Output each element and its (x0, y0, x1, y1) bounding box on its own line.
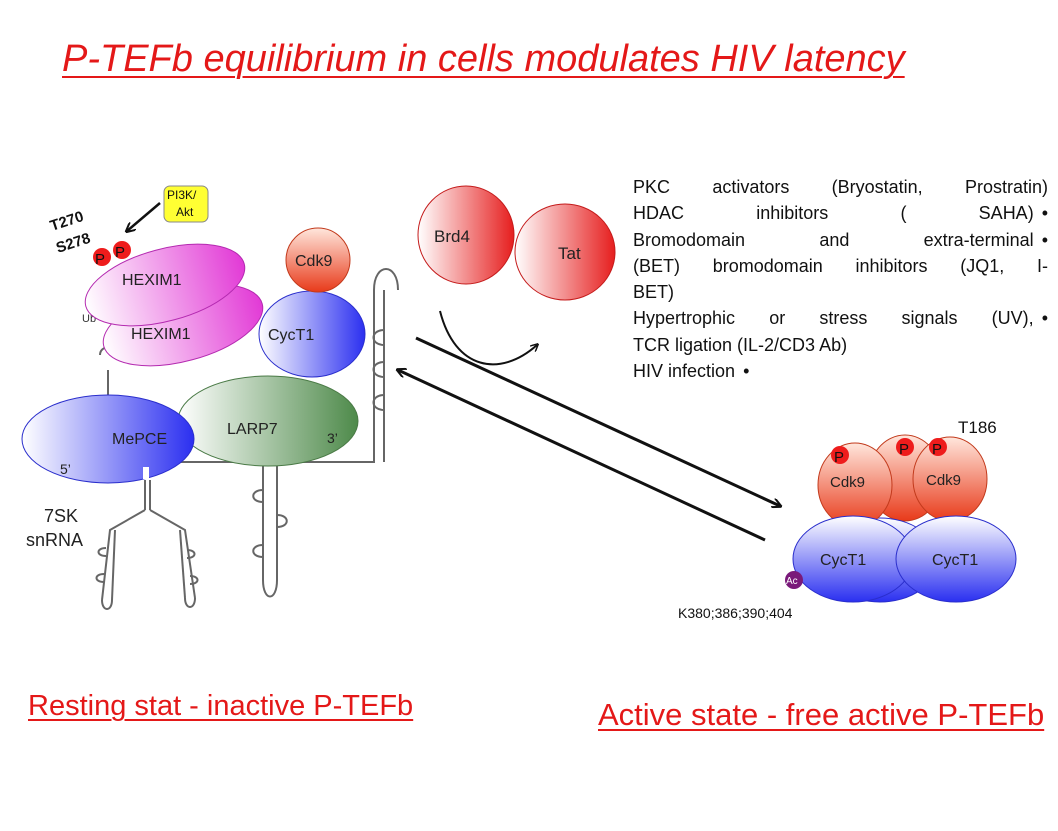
phospho-site-right-c (929, 438, 947, 456)
akt-label: Akt (176, 205, 194, 219)
phospho-site-b (113, 241, 131, 259)
phospho-label-a: P (95, 251, 105, 268)
activator-text: HIV infection (633, 361, 736, 382)
phospho-site-a (93, 248, 111, 266)
active-state-caption: Active state - free active P-TEFb (598, 697, 1045, 732)
pi3k-akt-box (163, 185, 209, 223)
sites-label-line1: T270 (48, 208, 86, 235)
lysine-sites-label: K380;386;390;404 (678, 605, 793, 621)
resting-state-caption: Resting stat - inactive P-TEFb (28, 690, 414, 722)
bullet-marker: • (743, 361, 750, 382)
cyct1-label-right-a: CycT1 (820, 552, 866, 569)
activator-text: (BET) bromodomain inhibitors (JQ1, I- (633, 255, 1048, 276)
hexim1-top-label: HEXIM1 (122, 272, 182, 289)
bullet-marker: • (1041, 229, 1048, 250)
activator-item: HIV infection • (633, 358, 1048, 384)
release-curved-arrow (439, 310, 537, 366)
brd4-label: Brd4 (434, 227, 470, 246)
activator-text: Hypertrophic or stress signals (UV), (633, 308, 1034, 329)
activator-text: Bromodomain and extra-terminal (633, 229, 1034, 250)
phospho-label-right-b: P (899, 441, 909, 458)
hexim1-top-protein (84, 243, 246, 327)
phospho-label-b: P (115, 244, 125, 261)
acetyl-label: Ac (786, 576, 798, 587)
phospho-label-right-a: P (834, 449, 844, 466)
page-title: P-TEFb equilibrium in cells modulates HI… (62, 38, 905, 80)
rna-label-line1: 7SK (44, 506, 78, 526)
cyct1-label-right-b: CycT1 (932, 552, 978, 569)
phospho-site-right-b (896, 438, 914, 456)
activator-text: BET) (633, 282, 675, 303)
cdk9-label-right-b: Cdk9 (926, 472, 961, 489)
activator-item: Bromodomain and extra-terminal • (633, 227, 1048, 253)
activator-text: PKC activators (Bryostatin, Prostratin) (633, 177, 1048, 197)
phospho-label-right-c: P (932, 441, 942, 458)
mepce-label: MePCE (112, 431, 167, 448)
t186-label: T186 (958, 418, 997, 437)
activator-item: HDAC inhibitors ( SAHA) • (633, 200, 1048, 226)
kinase-arrow (127, 202, 161, 231)
pi3k-label: PI3K/ (167, 188, 197, 202)
inactivation-arrow (398, 370, 766, 542)
activator-list: PKC activators (Bryostatin, Prostratin) … (633, 174, 1048, 384)
activator-item: BET) (633, 279, 1048, 305)
sites-label-line2: S278 (54, 230, 93, 257)
acetyl-marker (785, 571, 803, 589)
bullet-marker: • (1041, 308, 1048, 329)
activation-arrow (415, 336, 780, 506)
mepce-protein (21, 394, 195, 484)
activator-text: TCR ligation (IL-2/CD3 Ab) (633, 334, 848, 355)
activator-item: (BET) bromodomain inhibitors (JQ1, I- (633, 253, 1048, 279)
activator-item: Hypertrophic or stress signals (UV), • (633, 305, 1048, 331)
tat-protein (514, 203, 616, 301)
phospho-site-right-a (831, 446, 849, 464)
bullet-marker: • (1041, 203, 1048, 224)
activator-text: HDAC inhibitors ( SAHA) (633, 203, 1034, 224)
cyct1-protein-right-b (895, 515, 1017, 603)
rna-cap-mark (143, 467, 149, 479)
rna-label-line2: snRNA (26, 530, 83, 550)
cdk9-label-left: Cdk9 (295, 253, 332, 270)
brd4-protein (417, 185, 515, 285)
larp7-label: LARP7 (227, 421, 278, 438)
rna-three-prime-end: 3’ (327, 430, 338, 446)
activator-item: PKC activators (Bryostatin, Prostratin) (633, 174, 1048, 200)
tat-label: Tat (558, 244, 581, 263)
rna-five-prime-end: 5’ (60, 461, 71, 477)
cdk9-protein-left (285, 227, 351, 293)
hexim1-bottom-label: HEXIM1 (131, 326, 191, 343)
activator-item: TCR ligation (IL-2/CD3 Ab) (633, 332, 1048, 358)
cyct1-label-left: CycT1 (268, 327, 314, 344)
cdk9-label-right-a: Cdk9 (830, 474, 865, 491)
